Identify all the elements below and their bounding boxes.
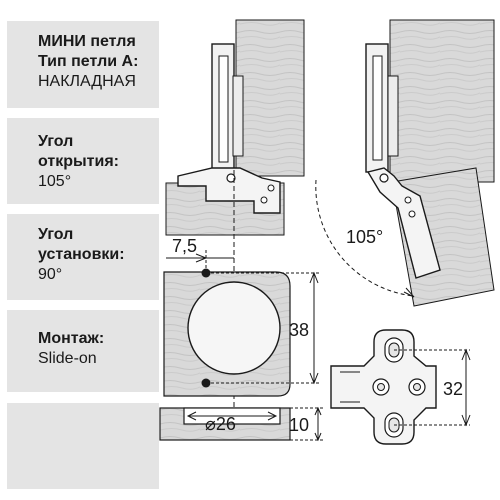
mounting-value: Slide-on: [38, 350, 97, 367]
cup-section-view: ⌀26: [159, 407, 291, 441]
mounting-panel: Монтаж: Slide-on: [7, 310, 159, 392]
mount-angle-label-2: установки:: [38, 246, 125, 263]
hole-spacing-label: 38: [289, 320, 309, 340]
opening-angle-panel: Угол открытия: 105°: [7, 118, 159, 204]
opening-angle-label: 105°: [346, 227, 383, 247]
cup-depth-dimension: 10: [289, 406, 324, 442]
product-title: МИНИ петля: [38, 33, 136, 50]
mounting-plate-view: [330, 329, 470, 445]
plate-spacing-dimension: 32: [443, 348, 471, 427]
offset-dimension: 7,5: [166, 236, 234, 278]
plate-spacing-label: 32: [443, 379, 463, 399]
opening-angle-label-1: Угол: [38, 133, 74, 150]
empty-panel: [7, 403, 159, 489]
hinge-type-label: Тип петли А:: [38, 53, 139, 70]
hinge-type-value: НАКЛАДНАЯ: [38, 73, 136, 90]
closed-hinge-view: [165, 19, 305, 236]
side-panel: [235, 19, 305, 177]
cup-diameter-label: ⌀26: [205, 414, 236, 434]
open-side-panel: [389, 19, 495, 183]
cup-circle: [187, 281, 281, 375]
mount-angle-label-1: Угол: [38, 226, 74, 243]
mount-angle-panel: Угол установки: 90°: [7, 214, 159, 300]
cup-top-view: [163, 268, 320, 397]
mounting-plate: [232, 75, 244, 157]
open-hinge-cup: [366, 167, 441, 279]
mounting-label: Монтаж:: [38, 330, 105, 347]
hinge-type-panel: МИНИ петля Тип петли А: НАКЛАДНАЯ: [7, 21, 159, 108]
open-hinge-view: [365, 19, 495, 307]
mount-angle-value: 90°: [38, 266, 63, 283]
opening-angle-label-2: открытия:: [38, 153, 119, 170]
hinge-cup: [177, 167, 281, 214]
opening-angle-value: 105°: [38, 173, 72, 190]
offset-label: 7,5: [172, 236, 197, 256]
hole-spacing-dimension: 38: [289, 271, 319, 385]
cup-depth-label: 10: [289, 415, 309, 435]
opening-angle-dimension: 105°: [315, 179, 415, 298]
